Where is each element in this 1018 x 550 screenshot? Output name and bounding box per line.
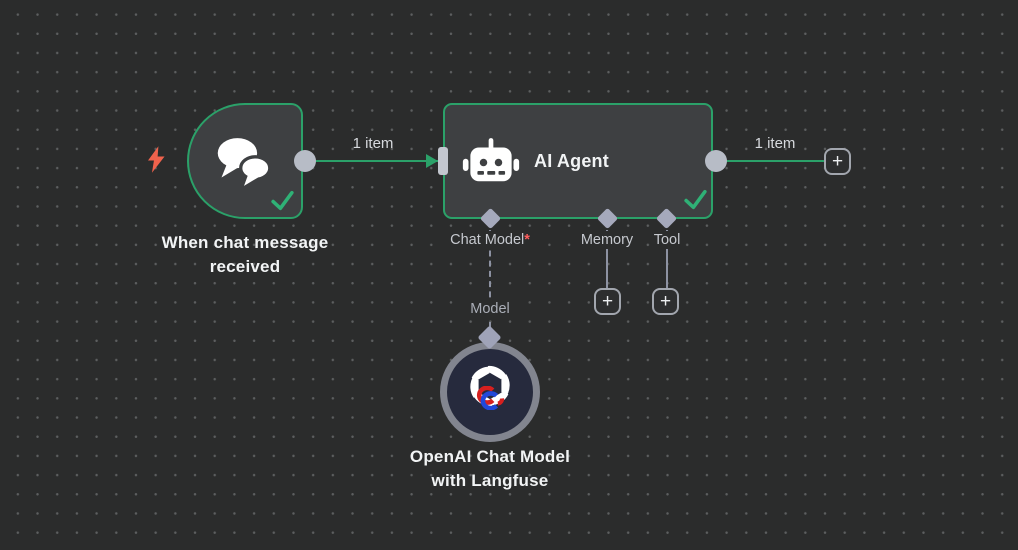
tool-label-text: Tool xyxy=(650,231,684,249)
model-label-text: Model xyxy=(466,300,514,318)
add-node-button[interactable]: + xyxy=(824,148,851,175)
agent-node-title: AI Agent xyxy=(534,151,609,171)
plus-icon: + xyxy=(659,291,672,312)
add-tool-button[interactable]: + xyxy=(652,288,679,315)
memory-connector-line xyxy=(606,230,608,288)
connection-items-label: 1 item xyxy=(754,135,796,152)
success-check-icon xyxy=(684,189,707,210)
robot-icon xyxy=(462,138,520,182)
add-memory-button[interactable]: + xyxy=(594,288,621,315)
agent-input-port[interactable] xyxy=(438,147,448,175)
trigger-node-label: When chat message received xyxy=(145,231,345,279)
chat-model-port-label: Chat Model* xyxy=(430,231,550,249)
model-node-label: OpenAI Chat Model with Langfuse xyxy=(370,445,610,493)
chat-bubbles-icon xyxy=(217,138,272,186)
model-node-label-line1: OpenAI Chat Model xyxy=(409,447,571,466)
success-check-icon xyxy=(271,190,294,211)
model-connection-dashed-line xyxy=(489,230,491,328)
plus-icon: + xyxy=(831,151,844,172)
memory-port-label: Memory xyxy=(567,231,647,249)
trigger-output-port[interactable] xyxy=(294,150,316,172)
tool-connector-line xyxy=(666,230,668,288)
langfuse-logo-icon xyxy=(476,386,505,410)
trigger-node-label-line1: When chat message xyxy=(161,233,329,252)
connection-arrowhead xyxy=(426,154,438,168)
connection-trigger-to-agent xyxy=(305,160,438,162)
plus-icon: + xyxy=(601,291,614,312)
trigger-lightning-icon xyxy=(148,146,165,173)
chat-model-label-text: Chat Model xyxy=(450,232,525,248)
model-connection-label: Model xyxy=(440,300,540,318)
required-asterisk: * xyxy=(524,232,530,248)
memory-label-text: Memory xyxy=(577,231,637,249)
connection-items-label: 1 item xyxy=(352,135,394,152)
trigger-node-label-line2: received xyxy=(209,257,281,276)
model-node-label-line2: with Langfuse xyxy=(431,471,549,490)
agent-output-port[interactable] xyxy=(705,150,727,172)
connection-agent-output xyxy=(716,160,825,162)
tool-port-label: Tool xyxy=(637,231,697,249)
